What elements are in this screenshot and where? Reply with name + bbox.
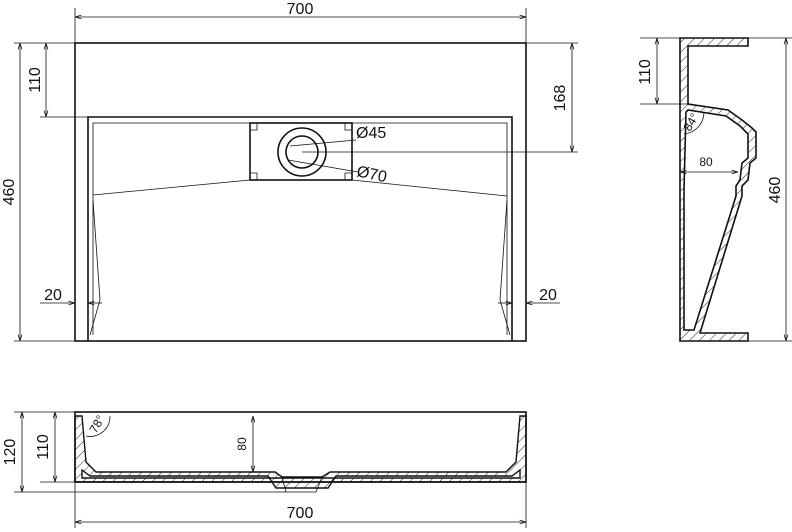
side-height-label: 460 [767, 177, 784, 204]
front-inner-height-label: 110 [35, 434, 52, 460]
front-outer-height-label: 120 [2, 439, 19, 466]
side-top-label: 110 [637, 59, 654, 85]
side-section [679, 37, 757, 342]
drain-box [249, 122, 353, 181]
front-width-label: 700 [287, 505, 314, 522]
right-wall-label: 20 [539, 287, 557, 304]
slope-side-left [89, 199, 101, 336]
left-wall-label: 20 [44, 287, 62, 304]
slope-line-right [351, 179, 508, 197]
side-depth-label: 80 [699, 155, 713, 169]
bowl-outline [87, 116, 513, 341]
basin-outline [74, 42, 527, 342]
top-width-label: 700 [287, 1, 314, 18]
front-view: 80 78° 120 110 700 [2, 411, 527, 528]
front-angle-label: 78° [86, 413, 107, 436]
side-view: 110 84° 80 460 [637, 37, 792, 342]
top-view: Ø45 Ø70 700 460 110 168 20 20 [1, 1, 578, 342]
bowl-inner-edge [92, 122, 508, 335]
front-section [74, 415, 527, 489]
front-depth-label: 80 [235, 437, 249, 451]
slope-side-right [499, 199, 511, 336]
top-height-label: 460 [1, 179, 18, 206]
hole-large-label: Ø70 [355, 163, 388, 186]
hole-small-label: Ø45 [356, 125, 386, 142]
top-rim-label: 110 [27, 67, 44, 93]
slope-line-left [92, 179, 251, 196]
drain-offset-label: 168 [552, 85, 569, 112]
